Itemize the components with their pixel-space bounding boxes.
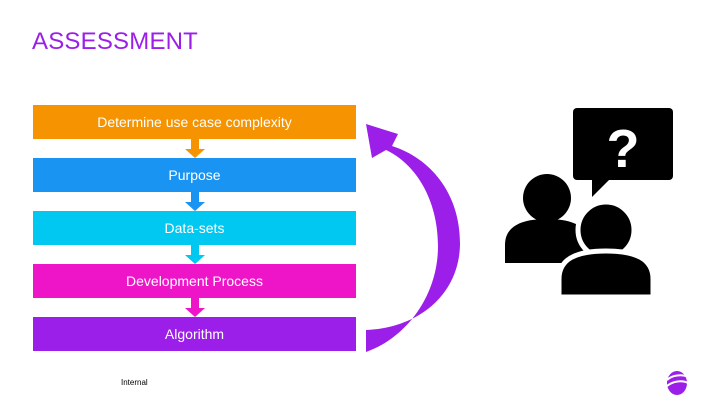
brand-logo-icon (666, 371, 689, 395)
step-data-sets: Data-sets (33, 211, 356, 245)
step-label: Algorithm (164, 326, 225, 342)
step-label: Purpose (168, 167, 221, 183)
step-label: Data-sets (164, 220, 225, 236)
step-label: Determine use case complexity (97, 114, 292, 130)
connector-arrow-down-icon (185, 139, 205, 158)
connector-arrow-down-icon (185, 298, 205, 317)
slide-title: ASSESSMENT (32, 28, 199, 55)
step-determine-complexity: Determine use case complexity (33, 105, 356, 139)
step-development-process: Development Process (33, 264, 356, 298)
connector-arrow-down-icon (185, 245, 205, 264)
step-purpose: Purpose (33, 158, 356, 192)
footer-classification: Internal (121, 378, 148, 387)
curved-loop-arrow-icon (366, 124, 460, 352)
step-label: Development Process (126, 273, 263, 289)
svg-text:?: ? (607, 119, 640, 179)
connector-arrow-down-icon (185, 192, 205, 211)
users-question-icon: ? (505, 108, 673, 300)
step-algorithm: Algorithm (33, 317, 356, 351)
